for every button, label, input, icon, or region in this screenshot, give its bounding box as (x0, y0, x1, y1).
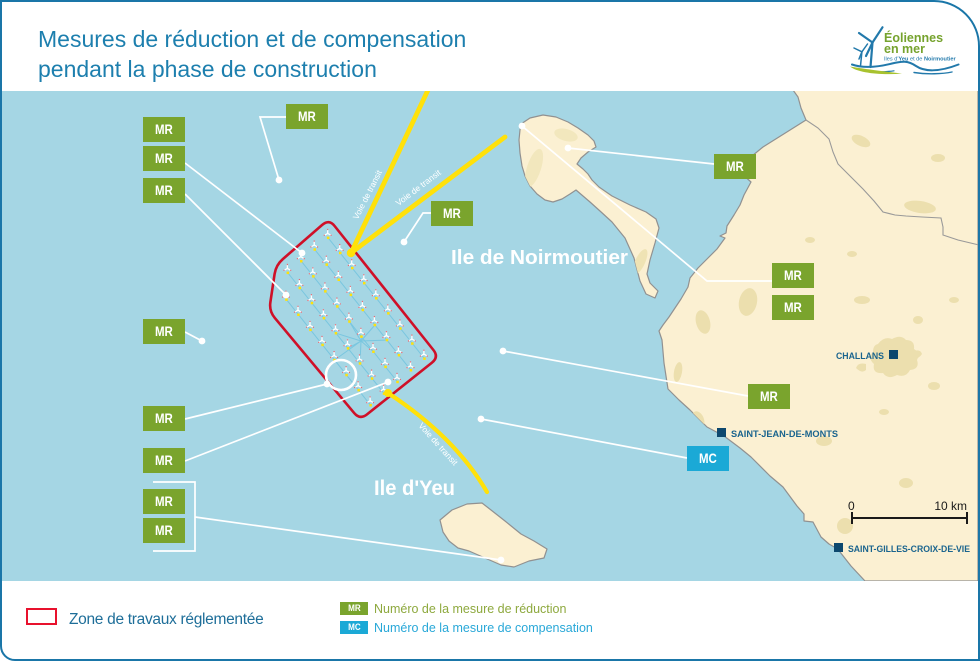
svg-text:CHALLANS: CHALLANS (836, 351, 884, 361)
svg-text:en mer: en mer (884, 42, 925, 56)
svg-text:SAINT-GILLES-CROIX-DE-VIE: SAINT-GILLES-CROIX-DE-VIE (848, 544, 970, 554)
svg-text:SAINT-JEAN-DE-MONTS: SAINT-JEAN-DE-MONTS (731, 429, 838, 439)
svg-text:Ile de Noirmoutier: Ile de Noirmoutier (451, 247, 628, 269)
svg-text:10 km: 10 km (934, 499, 967, 513)
svg-text:0: 0 (848, 499, 855, 513)
svg-text:Iles d'Yeu et de Noirmoutier: Iles d'Yeu et de Noirmoutier (884, 57, 956, 63)
svg-text:Ile d'Yeu: Ile d'Yeu (374, 477, 455, 500)
svg-text:Éoliennes: Éoliennes (884, 30, 943, 45)
